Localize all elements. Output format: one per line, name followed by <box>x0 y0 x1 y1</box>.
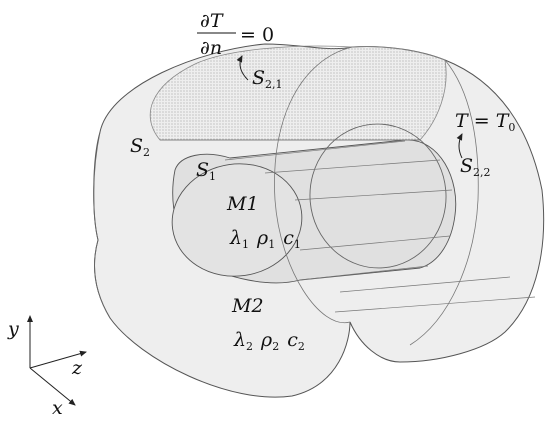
label-m2: M2 <box>231 295 264 317</box>
right-bc-arrow <box>456 133 463 159</box>
y-axis-label: y <box>7 318 19 340</box>
label-s21: S2,1 <box>252 67 283 91</box>
longitudinal-lines <box>160 139 536 313</box>
z-axis-arrow <box>29 350 87 369</box>
coordinate-axes <box>27 315 87 406</box>
label-s1: S1 <box>196 159 216 183</box>
z-axis-label: z <box>71 357 83 379</box>
bc-top-denominator: ∂n <box>200 37 222 59</box>
x-axis-arrow <box>29 367 76 406</box>
bc-top-numerator: ∂T <box>200 10 224 32</box>
outer-back-ellipse-right <box>409 59 479 346</box>
label-s22: S2,2 <box>460 155 491 179</box>
label-m1: M1 <box>226 193 259 215</box>
bc-top-rhs: = 0 <box>240 24 274 46</box>
outer-back-ellipse <box>274 46 353 324</box>
top-dotted-band <box>149 45 447 141</box>
top-bc-arrow <box>236 55 249 81</box>
bc-right: T = T0 <box>455 110 515 134</box>
front-face-outline <box>93 131 111 319</box>
inner-front-ellipse <box>171 163 303 277</box>
label-s2: S2 <box>130 135 150 159</box>
x-axis-label: x <box>52 397 63 419</box>
top-boundary-condition: ∂T ∂n = 0 <box>197 10 274 59</box>
